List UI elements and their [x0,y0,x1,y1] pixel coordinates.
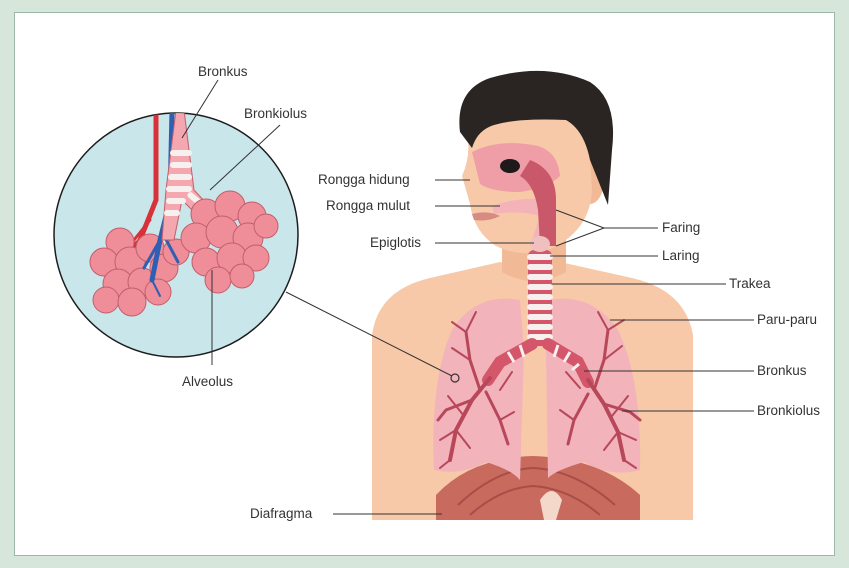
label-bronkus: Bronkus [757,363,807,378]
label-trakea: Trakea [729,276,771,291]
label-laring: Laring [662,248,700,263]
label-inset-bronkus: Bronkus [198,64,248,79]
label-diafragma: Diafragma [250,506,313,521]
human-figure [372,71,693,520]
label-rongga-mulut: Rongga mulut [326,198,410,213]
label-alveolus: Alveolus [182,374,233,389]
label-bronkiolus: Bronkiolus [757,403,820,418]
label-epiglotis: Epiglotis [370,235,421,250]
alveoli-inset [54,110,298,357]
eye [500,159,520,173]
trachea [527,250,553,346]
epiglottis [530,236,550,252]
label-inset-bronkiolus: Bronkiolus [244,106,307,121]
label-paru-paru: Paru-paru [757,312,817,327]
label-faring: Faring [662,220,700,235]
label-rongga-hidung: Rongga hidung [318,172,410,187]
